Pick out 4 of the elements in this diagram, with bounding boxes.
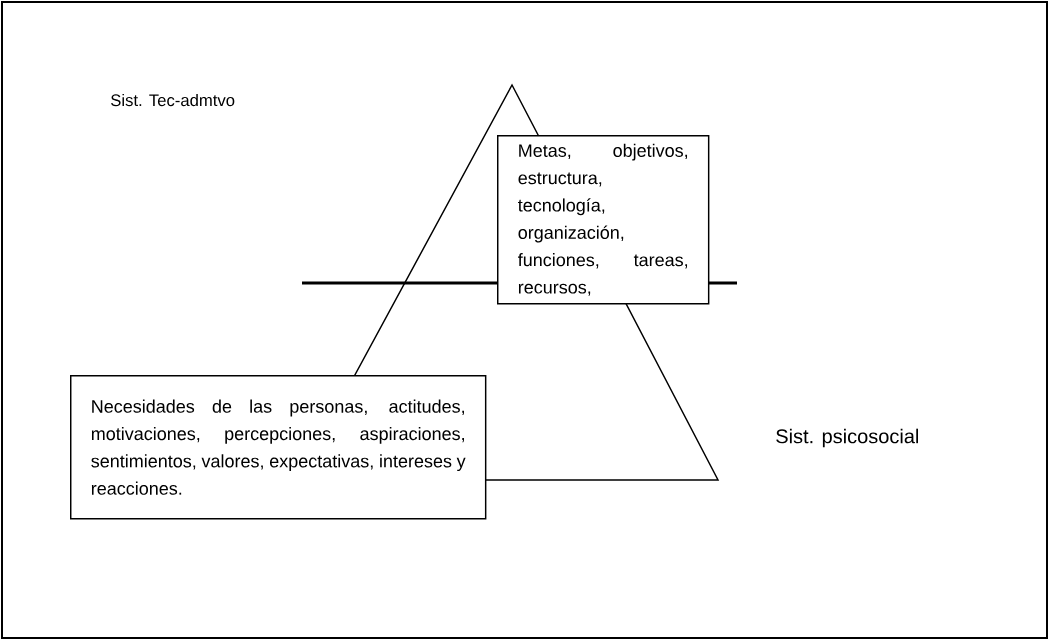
- text-box: Metas, objetivos, estructura, tecnología, organización, funciones, tareas, recursos,: [497, 135, 710, 305]
- text-box: Necesidades de las personas, actitudes, motivaciones, percepciones, aspiraciones, sentimientos, valores, expectativas, intereses y reacciones.: [70, 375, 487, 520]
- system-label: Sist. psicosocial: [776, 428, 919, 448]
- system-label: Sist. Tec-admtvo: [111, 93, 235, 107]
